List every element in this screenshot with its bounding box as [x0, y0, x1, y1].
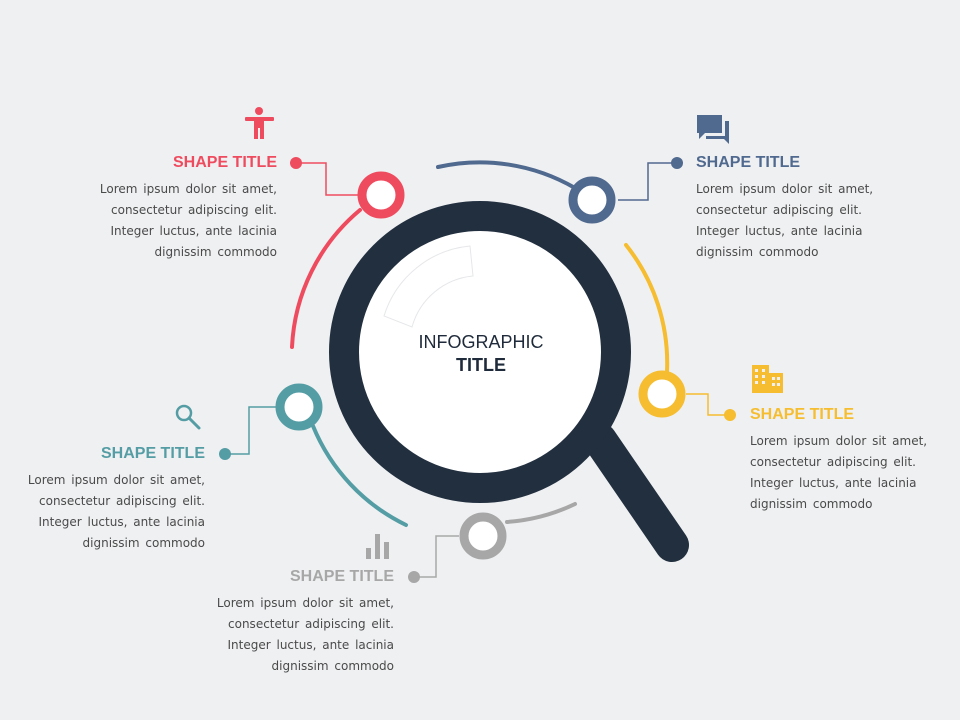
node-yellow: [638, 370, 686, 418]
shape-text-red: Lorem ipsum dolor sit amet, consectetur …: [99, 182, 277, 259]
magnifier-handle: [583, 423, 689, 562]
connector-blue: [618, 162, 677, 201]
arc-blue: [436, 160, 577, 190]
lens-glare: [383, 245, 474, 328]
dot-blue: [671, 157, 683, 169]
node-red: [357, 171, 405, 219]
node-gray: [459, 512, 507, 560]
shape-block-yellow: SHAPE TITLE Lorem ipsum dolor sit amet, …: [750, 405, 950, 515]
shape-title-teal: SHAPE TITLE: [100, 445, 205, 462]
shape-text-teal: Lorem ipsum dolor sit amet, consectetur …: [27, 473, 205, 550]
shape-text-yellow: Lorem ipsum dolor sit amet, consectetur …: [750, 434, 928, 511]
shape-block-red: SHAPE TITLE Lorem ipsum dolor sit amet, …: [37, 153, 277, 263]
shape-block-blue: SHAPE TITLE Lorem ipsum dolor sit amet, …: [696, 153, 936, 263]
building-icon: [752, 365, 783, 393]
node-blue: [568, 176, 616, 224]
center-title-line2: TITLE: [456, 355, 506, 375]
dot-red: [290, 157, 302, 169]
chat-icon: [697, 115, 729, 144]
shape-title-gray: SHAPE TITLE: [289, 568, 394, 585]
center-title-line1: INFOGRAPHIC: [418, 332, 543, 352]
shape-title-red: SHAPE TITLE: [172, 154, 277, 171]
connector-gray: [414, 535, 459, 578]
connector-yellow: [686, 393, 730, 416]
magnifier-icon: [329, 201, 689, 562]
person-icon: [245, 107, 274, 139]
shape-title-yellow: SHAPE TITLE: [750, 406, 855, 423]
dot-teal: [219, 448, 231, 460]
shape-title-blue: SHAPE TITLE: [696, 154, 801, 171]
arc-red: [290, 208, 362, 349]
dot-gray: [408, 571, 420, 583]
node-teal: [275, 383, 323, 431]
arc-teal: [311, 424, 408, 527]
search-icon: [175, 404, 201, 430]
arc-yellow: [624, 243, 670, 374]
bar-chart-icon: [366, 534, 389, 559]
dot-yellow: [724, 409, 736, 421]
connector-red: [296, 162, 358, 196]
shape-text-blue: Lorem ipsum dolor sit amet, consectetur …: [696, 182, 874, 259]
arc-gray: [505, 502, 577, 524]
shape-text-gray: Lorem ipsum dolor sit amet, consectetur …: [216, 596, 394, 673]
shape-block-gray: SHAPE TITLE Lorem ipsum dolor sit amet, …: [154, 567, 394, 677]
magnifier-lens: [329, 201, 631, 503]
connector-teal: [225, 406, 276, 455]
shape-block-teal: SHAPE TITLE Lorem ipsum dolor sit amet, …: [0, 444, 205, 554]
